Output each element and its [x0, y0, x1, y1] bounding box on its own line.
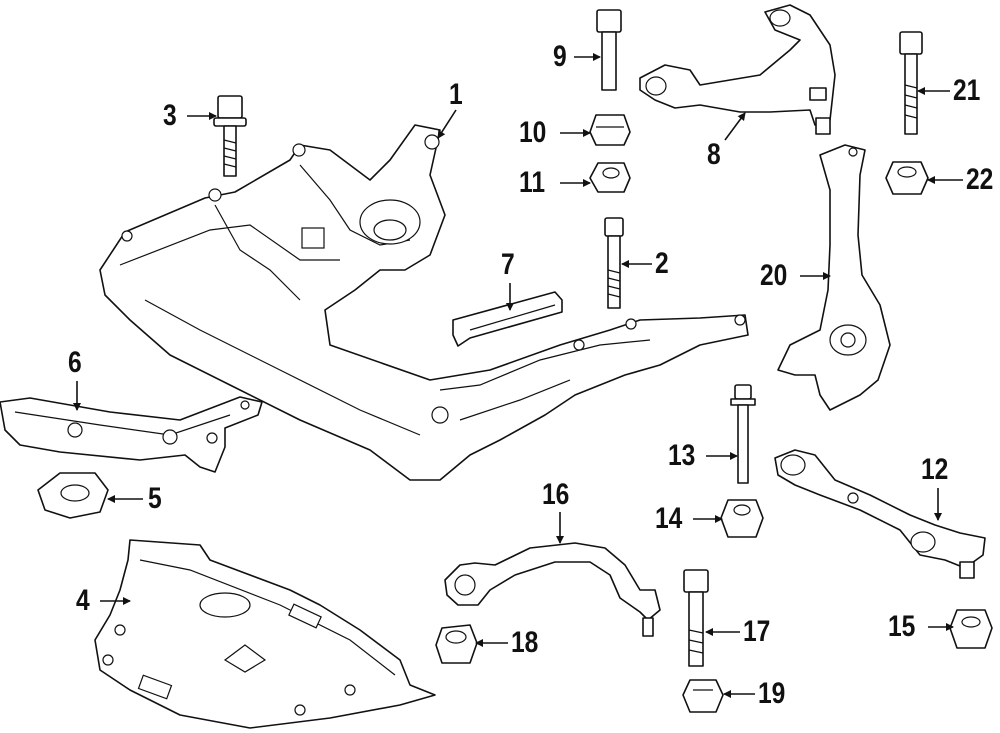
bolt-17-part	[683, 569, 709, 667]
bolt-2-part	[604, 217, 624, 309]
nut-14-part	[720, 499, 764, 538]
nut-11-part	[589, 162, 631, 193]
nut-15-part	[949, 609, 993, 649]
callout-15: 15	[888, 610, 916, 643]
callout-22: 22	[966, 163, 994, 196]
callout-1: 1	[449, 78, 463, 111]
lower-arm-12-part	[774, 449, 986, 579]
callout-12: 12	[921, 453, 949, 486]
callout-7: 7	[501, 248, 515, 281]
callout-8: 8	[707, 138, 721, 171]
bolt-9-part	[596, 9, 622, 91]
callout-10: 10	[519, 116, 547, 149]
nut-19-part	[682, 679, 724, 713]
callout-13: 13	[668, 439, 696, 472]
upper-arm-8-part	[639, 4, 836, 135]
brace-6-part	[0, 396, 263, 473]
callout-11: 11	[519, 166, 546, 199]
callout-5: 5	[148, 482, 162, 515]
callout-9: 9	[553, 40, 567, 73]
shield-4-part	[94, 539, 436, 729]
callout-3: 3	[163, 99, 177, 132]
nut-18-part	[435, 624, 478, 664]
callout-6: 6	[68, 346, 82, 379]
bolt-13-part	[730, 384, 756, 484]
nut-10-part	[589, 114, 631, 146]
bolt-3-part	[213, 95, 247, 177]
leader-arrows	[73, 53, 963, 698]
bolt-21-part	[899, 31, 923, 135]
mount-5-part	[37, 472, 109, 519]
leader-8	[724, 112, 746, 141]
callout-16: 16	[542, 478, 570, 511]
callout-17: 17	[743, 615, 771, 648]
lower-arm-16-part	[444, 542, 661, 637]
leader-1	[437, 109, 457, 139]
callout-2: 2	[655, 247, 669, 280]
bracket-7-part	[452, 291, 563, 347]
callout-20: 20	[760, 259, 788, 292]
callout-18: 18	[511, 626, 539, 659]
subframe-part	[99, 124, 749, 481]
callout-21: 21	[953, 74, 981, 107]
knuckle-20-part	[777, 144, 891, 411]
nut-22-part	[885, 161, 929, 195]
callout-4: 4	[76, 584, 90, 617]
callout-19: 19	[758, 677, 786, 710]
callout-14: 14	[655, 502, 683, 535]
